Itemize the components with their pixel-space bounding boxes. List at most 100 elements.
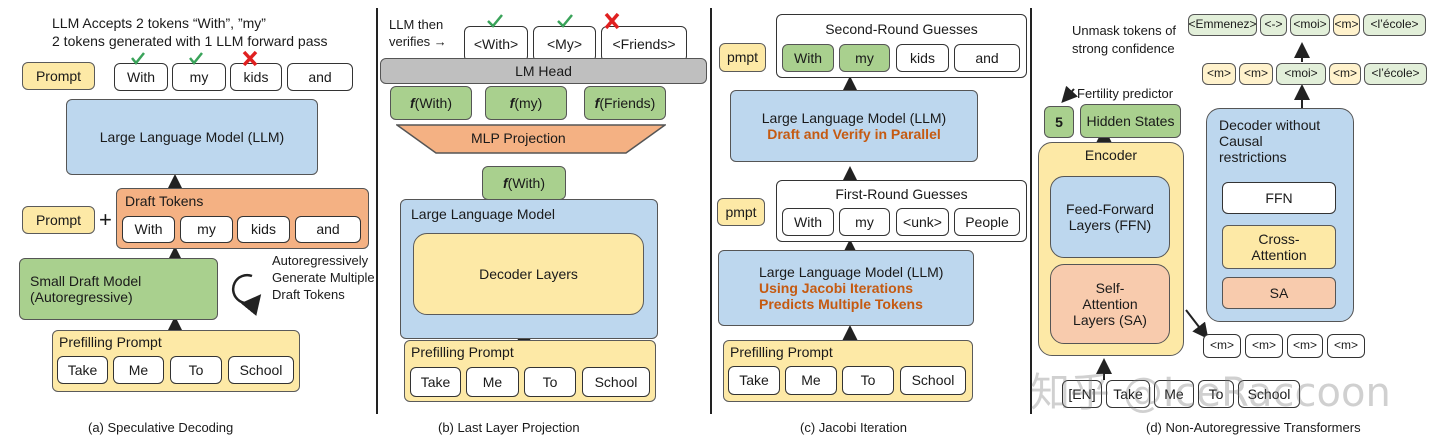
fertility-value: 5 xyxy=(1044,106,1074,138)
autoregressive-note: Autoregressively Generate Multiple Draft… xyxy=(272,253,375,302)
mask-token: <m> xyxy=(1327,334,1365,358)
llm-jacobi-box: Large Language Model (LLM) Using Jacobi … xyxy=(718,250,974,326)
caption-a: (a) Speculative Decoding xyxy=(88,420,234,435)
prefill-token: Take xyxy=(410,367,461,397)
prefill-token: To xyxy=(842,366,894,395)
prefill-token: School xyxy=(228,356,294,384)
input-token: To xyxy=(1198,380,1234,408)
mask-token: <m> xyxy=(1203,334,1241,358)
pmpt-box-top: pmpt xyxy=(719,43,766,72)
unmasked-token: <m> xyxy=(1333,14,1360,36)
divider xyxy=(1030,8,1032,414)
predicted-token: <moi> xyxy=(1276,63,1326,85)
llm-title: Large Language Model (LLM) xyxy=(761,109,947,126)
prefill-title: Prefilling Prompt xyxy=(411,344,514,360)
mask-token: <m> xyxy=(1245,334,1283,358)
f-glyph: f xyxy=(503,174,508,191)
f-glyph: f xyxy=(509,94,515,111)
llm-subtitle: Predicts Multiple Tokens xyxy=(759,296,923,313)
watermark: 知乎 @IceRaccoon xyxy=(1030,370,1391,416)
draft-token: and xyxy=(295,216,361,243)
second-token: my xyxy=(839,44,890,72)
plus-sign: + xyxy=(99,207,112,232)
decoder-layers-box: Decoder Layers xyxy=(413,233,644,315)
prompt-box-top: Prompt xyxy=(22,62,95,90)
llm-title: Large Language Model (LLM) xyxy=(759,263,944,280)
unmasked-token: <-> xyxy=(1260,14,1287,36)
predicted-token: <l’école> xyxy=(1364,63,1427,85)
encoder-ffn-box: Feed-Forward Layers (FFN) xyxy=(1050,176,1170,258)
prefill-token: Me xyxy=(113,356,164,384)
draft-token: kids xyxy=(237,216,290,243)
prefill-token: School xyxy=(582,367,650,397)
prefill-token: To xyxy=(524,367,576,397)
prefill-title: Prefilling Prompt xyxy=(59,334,162,350)
hidden-states-box: Hidden States xyxy=(1080,104,1181,138)
first-token: With xyxy=(782,208,834,236)
caption-d: (d) Non-Autoregressive Transformers xyxy=(1146,420,1361,435)
output-token: With xyxy=(114,63,168,91)
input-token: [EN] xyxy=(1062,380,1102,408)
check-icon xyxy=(487,14,503,28)
caption-b: (b) Last Layer Projection xyxy=(438,420,580,435)
f-glyph: f xyxy=(410,94,415,111)
input-token: Me xyxy=(1154,380,1194,408)
cross-icon xyxy=(242,50,258,67)
check-icon xyxy=(189,52,203,66)
first-token: <unk> xyxy=(896,208,949,236)
f-token-box: f(With) xyxy=(390,86,472,120)
draft-token: my xyxy=(180,216,233,243)
prefill-token: To xyxy=(170,356,222,384)
pmpt-box-mid: pmpt xyxy=(717,198,765,226)
draft-token: With xyxy=(122,216,175,243)
predicted-token: <m> xyxy=(1329,63,1361,85)
llm-label: Large Language Model xyxy=(411,206,556,222)
prefill-token: Take xyxy=(728,366,780,395)
unmasked-token: <moi> xyxy=(1290,14,1330,36)
f-single-label: (With) xyxy=(507,174,545,191)
f-glyph: f xyxy=(594,94,600,111)
verify-label: LLM then verifies → xyxy=(389,17,447,49)
check-icon xyxy=(131,52,145,66)
unmasked-token: <l’école> xyxy=(1363,14,1426,36)
panel-a-title-line1: LLM Accepts 2 tokens “With”, ”my” xyxy=(52,15,266,31)
llm-subtitle: Using Jacobi Iterations xyxy=(759,279,914,296)
small-draft-model-box: Small Draft Model (Autoregressive) xyxy=(19,258,218,320)
f-single-box: f(With) xyxy=(482,166,566,200)
prefill-token: Take xyxy=(57,356,108,384)
f-token-label: (my) xyxy=(514,94,543,111)
cross-icon xyxy=(604,12,620,30)
prefill-token: Me xyxy=(466,367,519,397)
mlp-projection-shape xyxy=(396,124,666,154)
verify-token: <Friends> xyxy=(601,26,687,62)
unmask-note: Unmask tokens of strong confidence xyxy=(1072,23,1177,56)
first-token: People xyxy=(954,208,1020,236)
accept-reject-marks xyxy=(131,50,258,67)
f-token-label: (Friends) xyxy=(599,94,656,111)
decoder-sa-box: SA xyxy=(1222,277,1336,309)
decoder-ffn-box: FFN xyxy=(1222,182,1336,214)
prompt-box-mid: Prompt xyxy=(22,206,95,234)
mask-token: <m> xyxy=(1287,334,1323,358)
output-token: kids xyxy=(230,63,282,91)
divider xyxy=(710,8,712,414)
caption-c: (c) Jacobi Iteration xyxy=(800,420,907,435)
f-token-box: f(my) xyxy=(485,86,567,120)
second-token: With xyxy=(782,44,834,72)
mlp-projection-label: MLP Projection xyxy=(471,130,566,146)
lm-head-box: LM Head xyxy=(380,58,707,84)
input-token: School xyxy=(1238,380,1300,408)
divider xyxy=(376,8,378,414)
llm-box: Large Language Model (LLM) xyxy=(66,99,318,175)
verify-marks xyxy=(487,12,620,30)
prefill-token: School xyxy=(900,366,966,395)
second-token: and xyxy=(954,44,1020,72)
llm-subtitle: Draft and Verify in Parallel xyxy=(767,126,941,142)
predicted-token: <m> xyxy=(1202,63,1236,85)
f-token-label: (With) xyxy=(414,94,452,111)
panel-a-title-line2: 2 tokens generated with 1 LLM forward pa… xyxy=(52,33,328,49)
prefill-token: Me xyxy=(785,366,837,395)
output-token: my xyxy=(172,63,226,91)
encoder-sa-box: Self-Attention Layers (SA) xyxy=(1050,264,1170,344)
unmasked-token: <Emmenez> xyxy=(1188,14,1257,36)
